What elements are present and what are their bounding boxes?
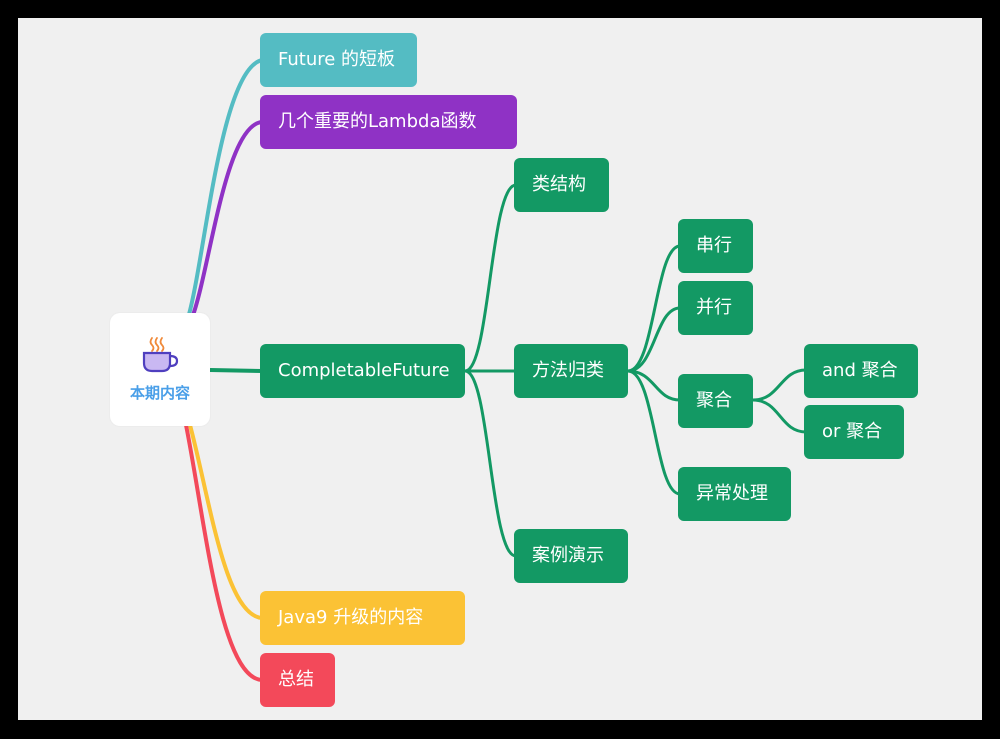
node-exception-handling[interactable]: 异常处理 [678,467,791,521]
link-root-lambda [190,120,263,319]
link-root-future [186,58,263,319]
link-aggregate-or [752,398,807,434]
link-aggregate-and [752,368,807,402]
link-root-java9 [188,424,263,620]
node-lambda-functions[interactable]: 几个重要的Lambda函数 [260,95,517,149]
node-java9-upgrade[interactable]: Java9 升级的内容 [260,591,465,645]
teacup-icon [142,337,179,373]
node-completable-future[interactable]: CompletableFuture [260,344,465,398]
node-or-aggregate[interactable]: or 聚合 [804,405,904,459]
node-serial[interactable]: 串行 [678,219,753,273]
node-aggregate[interactable]: 聚合 [678,374,753,428]
node-parallel[interactable]: 并行 [678,281,753,335]
node-summary[interactable]: 总结 [260,653,335,707]
root-node[interactable]: 本期内容 [110,313,210,426]
link-method-parallel [627,306,681,373]
link-method-serial [627,244,681,373]
root-title: 本期内容 [129,384,190,402]
node-and-aggregate[interactable]: and 聚合 [804,344,918,398]
node-future-shortcomings[interactable]: Future 的短板 [260,33,417,87]
link-method-exception [627,369,681,496]
link-method-aggregate [627,369,681,402]
link-root-completable [209,368,263,373]
node-class-structure[interactable]: 类结构 [514,158,609,212]
node-method-categories[interactable]: 方法归类 [514,344,628,398]
link-completable-class [464,183,517,373]
link-root-summary [184,424,263,682]
node-case-demo[interactable]: 案例演示 [514,529,628,583]
link-completable-demo [464,369,517,558]
